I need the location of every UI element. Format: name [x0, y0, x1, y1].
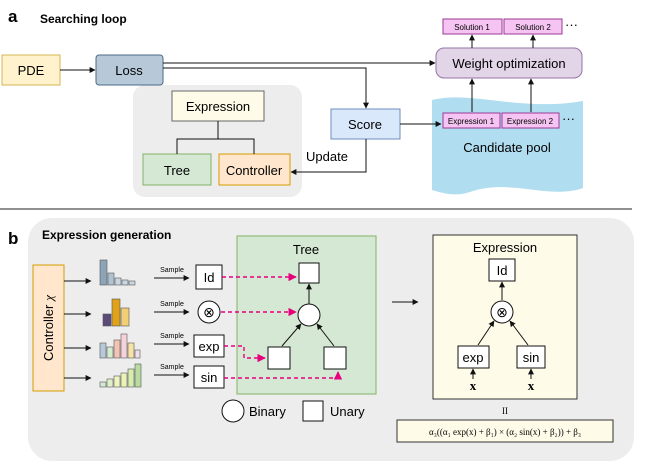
arrow-loss-score: [163, 67, 369, 109]
expr-right-label: sin: [523, 350, 540, 365]
expression-box: [171, 90, 265, 122]
candidate-1-label: Expression 1: [448, 117, 495, 126]
sample-arrows: [154, 275, 190, 378]
sample-label-2: Sample: [160, 301, 184, 308]
controller-chi-box: [32, 264, 65, 392]
op-multiply-circle: [197, 300, 221, 324]
op-multiply-label: ⊗: [203, 304, 215, 320]
panel-a-arrows: [60, 34, 536, 175]
distribution-4-icon: [99, 363, 142, 388]
solution-2-box: [503, 18, 563, 35]
controller-chi-label: Controllerχ: [41, 295, 56, 361]
controller-label: Controller: [226, 163, 283, 178]
formula-text: α₃((α₁ exp(x) + β₁) × (α₂ sin(x) + β₂)) …: [429, 427, 581, 437]
candidate-2-box: [501, 112, 560, 129]
tree-structure: [267, 262, 347, 370]
solution-2-label: Solution 2: [515, 23, 551, 32]
candidate-1-box: [442, 112, 501, 129]
expr-mult-circle: [490, 300, 514, 324]
expr-right-input: x: [528, 378, 535, 393]
sample-label-4: Sample: [160, 364, 184, 371]
tree-box: [142, 153, 212, 186]
expr-left-label: exp: [463, 350, 484, 365]
expr-left-box: [457, 345, 490, 369]
update-label: Update: [306, 149, 348, 164]
weight-opt-box: [435, 47, 583, 79]
sample-label-3: Sample: [160, 333, 184, 340]
pde-label: PDE: [18, 63, 45, 78]
expression-label: Expression: [186, 99, 250, 114]
distribution-2-icon: [102, 298, 130, 327]
op-id-label: Id: [204, 270, 215, 285]
loss-box: [95, 54, 164, 86]
equals-sign: II: [502, 406, 508, 416]
panel-b-letter: b: [8, 229, 18, 248]
weight-opt-label: Weight optimization: [452, 56, 565, 71]
candidate-pool-label: Candidate pool: [463, 140, 551, 155]
link-expression-tree-controller: [176, 121, 219, 154]
solution-1-box: [442, 18, 503, 35]
sample-to-tree-arrows: [221, 272, 343, 380]
expr-left-input: x: [470, 378, 477, 393]
expression-panel-title: Expression: [473, 240, 537, 255]
solution-1-label: Solution 1: [454, 23, 490, 32]
candidates-ellipsis: ···: [562, 111, 575, 126]
distribution-3-icon: [99, 333, 141, 359]
arrow-score-controller: [290, 139, 367, 175]
legend-binary-label: Binary: [249, 404, 286, 419]
expr-root-label: Id: [497, 263, 508, 278]
expr-right-box: [516, 345, 546, 369]
candidate-2-label: Expression 2: [507, 117, 554, 126]
tree-root-node: [298, 262, 320, 284]
legend-unary-icon: [302, 400, 324, 422]
distribution-1-icon: [99, 259, 136, 286]
solutions-ellipsis: ···: [565, 17, 578, 32]
op-sin-label: sin: [201, 370, 218, 385]
tree-left-node: [267, 346, 291, 370]
controller-to-dist-arrows: [64, 278, 92, 381]
op-sin-box: [193, 365, 225, 389]
panel-b-title: Expression generation: [42, 228, 171, 242]
loss-label: Loss: [115, 63, 143, 78]
panel-a-letter: a: [8, 7, 18, 26]
expr-mult-label: ⊗: [496, 304, 508, 320]
panel-a-title: Searching loop: [40, 12, 127, 26]
tree-binary-node: [297, 303, 321, 327]
op-id-box: [195, 264, 223, 290]
tree-right-node: [323, 346, 347, 370]
formula-box: [396, 419, 614, 443]
tree-label: Tree: [164, 163, 190, 178]
op-exp-label: exp: [199, 339, 220, 354]
sample-label-1: Sample: [160, 267, 184, 274]
tree-panel-title: Tree: [293, 242, 319, 257]
score-label: Score: [348, 117, 382, 132]
legend-binary-icon: [221, 399, 245, 423]
legend-unary-label: Unary: [330, 404, 365, 419]
expression-tree: Id ⊗ exp sin x x: [457, 258, 546, 393]
expr-root-box: [488, 258, 516, 282]
